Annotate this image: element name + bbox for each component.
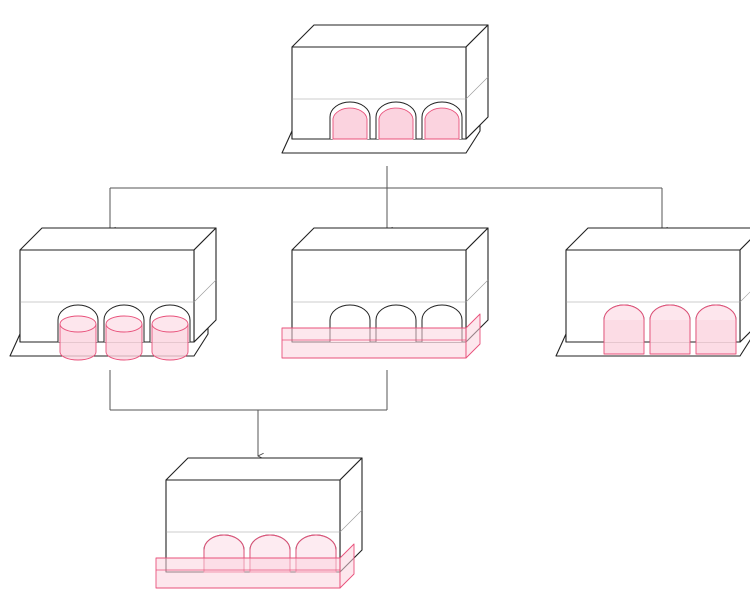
- slab-side: [339, 543, 355, 589]
- arch-1: [57, 304, 99, 361]
- pink-base-slab: [281, 313, 481, 359]
- arch-1: [329, 101, 371, 140]
- slab-front: [155, 557, 341, 589]
- cylinder-top: [105, 315, 143, 333]
- band-line-side: [339, 509, 363, 533]
- cylinder-body: [59, 324, 97, 361]
- vault-arc: [649, 304, 691, 321]
- cylinder-top: [59, 315, 97, 333]
- arch-pink-fill: [378, 107, 414, 140]
- cylinder-body: [105, 324, 143, 361]
- band-line-side: [465, 279, 489, 303]
- block-variant-boxed-vaults: [555, 227, 750, 357]
- block-variant-base-slab: [281, 227, 489, 359]
- block-top-face: [565, 227, 750, 251]
- block-top-face: [165, 457, 363, 481]
- band-line-side: [465, 76, 489, 100]
- block-top-face: [291, 24, 489, 48]
- blocks: [9, 24, 750, 589]
- block-combined-result: [155, 457, 363, 589]
- arch-pink-fill: [424, 107, 460, 140]
- arch-3: [421, 101, 463, 140]
- vault-box: [649, 320, 691, 355]
- arch-2: [375, 101, 417, 140]
- cylinder-body: [151, 324, 189, 361]
- arch-pink-fill: [332, 107, 368, 140]
- arch-2: [103, 304, 145, 361]
- connectors: [110, 166, 662, 456]
- band-line-side: [193, 279, 217, 303]
- block-top-face: [291, 227, 489, 251]
- band-line-side: [739, 291, 750, 303]
- arch-3: [695, 304, 737, 355]
- pink-base-slab: [155, 543, 355, 589]
- block-source-volume: [281, 24, 489, 154]
- vault-arc: [603, 304, 645, 321]
- vault-box: [603, 320, 645, 355]
- slab-side: [465, 313, 481, 359]
- slab-front: [281, 327, 467, 359]
- vault-box: [695, 320, 737, 355]
- block-top-face: [19, 227, 217, 251]
- arch-2: [649, 304, 691, 355]
- vault-arc: [695, 304, 737, 321]
- arch-3: [149, 304, 191, 361]
- cylinder-top: [151, 315, 189, 333]
- block-variant-cylinders: [9, 227, 217, 361]
- arch-1: [603, 304, 645, 355]
